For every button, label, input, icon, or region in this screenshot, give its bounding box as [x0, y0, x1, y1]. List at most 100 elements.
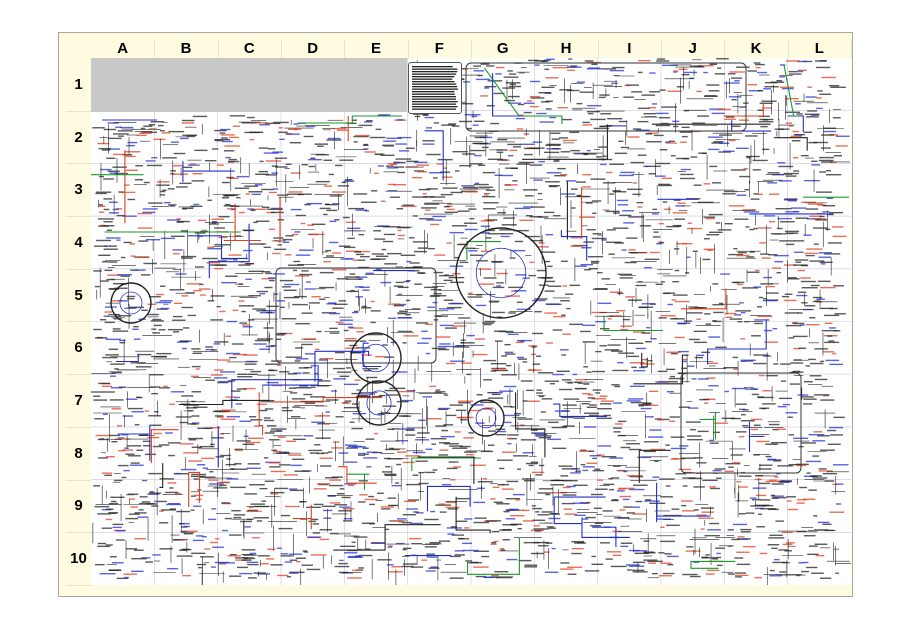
compound-label: [122, 415, 134, 417]
compound-label: [480, 95, 489, 97]
compound-label: [210, 295, 225, 297]
compound-label: [545, 108, 552, 110]
compound-label: [269, 369, 275, 371]
pathway-line: [603, 315, 663, 332]
compound-label: [665, 444, 670, 446]
compound-label: [156, 184, 170, 186]
compound-label: [534, 530, 542, 532]
compound-label: [103, 248, 118, 250]
compound-label: [369, 258, 380, 261]
compound-label: [210, 319, 224, 321]
compound-label: [170, 173, 175, 175]
compound-label: [805, 254, 815, 257]
compound-label: [454, 431, 461, 433]
compound-label: [656, 242, 663, 245]
compound-label: [683, 320, 693, 322]
compound-label: [452, 447, 468, 449]
compound-label: [529, 80, 541, 83]
compound-label: [276, 547, 282, 549]
compound-label: [243, 554, 257, 556]
compound-label: [278, 127, 283, 129]
compound-label: [524, 566, 538, 568]
compound-label: [214, 267, 224, 270]
compound-label: [619, 495, 632, 498]
row-header-3: 3: [66, 163, 91, 218]
compound-label: [333, 367, 345, 370]
compound-label: [513, 290, 527, 292]
compound-label: [111, 408, 121, 410]
compound-label: [488, 430, 497, 432]
compound-label: [99, 175, 104, 178]
compound-label: [829, 307, 838, 310]
compound-label: [143, 445, 151, 447]
compound-label: [498, 330, 514, 333]
compound-label: [777, 217, 792, 220]
compound-label: [435, 425, 447, 427]
compound-label: [180, 255, 197, 258]
compound-label: [169, 487, 174, 489]
compound-label: [567, 69, 575, 71]
compound-label: [530, 97, 545, 99]
compound-label: [259, 348, 271, 350]
compound-label: [466, 127, 472, 130]
compound-label: [522, 361, 528, 363]
compound-label: [276, 338, 282, 340]
compound-label: [658, 222, 664, 225]
compound-label: [311, 223, 326, 226]
compound-label: [256, 290, 268, 293]
compound-label: [560, 568, 574, 570]
compound-label: [125, 169, 138, 171]
compound-label: [736, 147, 749, 150]
compound-label: [227, 160, 240, 163]
compound-label: [796, 294, 808, 297]
compound-label: [92, 127, 105, 129]
compound-label: [676, 225, 682, 227]
compound-label: [762, 504, 774, 507]
compound-label: [344, 276, 360, 278]
compound-label: [500, 235, 510, 238]
compound-label: [492, 486, 500, 488]
compound-label: [250, 419, 263, 421]
compound-label: [669, 416, 680, 418]
compound-label: [497, 138, 508, 141]
compound-label: [703, 398, 716, 400]
compound-label: [422, 143, 435, 145]
compound-label: [279, 138, 285, 141]
compound-label: [171, 141, 179, 143]
compound-label: [826, 197, 834, 199]
compound-label: [232, 309, 239, 312]
compound-label: [395, 143, 407, 145]
compound-label: [474, 154, 482, 157]
compound-label: [488, 397, 504, 399]
compound-label: [573, 417, 585, 419]
compound-label: [612, 212, 620, 214]
compound-label: [533, 528, 550, 530]
compound-label: [181, 295, 189, 297]
compound-label: [693, 509, 699, 511]
column-header-I: I: [598, 40, 662, 58]
compound-label: [745, 512, 755, 514]
compound-label: [586, 406, 597, 409]
compound-label: [391, 566, 402, 568]
compound-label: [290, 172, 301, 174]
compound-label: [275, 166, 288, 168]
compound-label: [124, 307, 137, 309]
compound-label: [106, 278, 115, 281]
compound-label: [532, 141, 543, 143]
compound-label: [701, 351, 711, 354]
compound-label: [319, 529, 332, 531]
compound-label: [179, 549, 187, 551]
compound-label: [143, 125, 153, 127]
compound-label: [252, 537, 260, 539]
compound-label: [779, 240, 795, 242]
compound-label: [580, 463, 586, 466]
pathway-map[interactable]: [91, 58, 851, 585]
compound-label: [321, 312, 337, 314]
compound-label: [821, 329, 837, 332]
compound-label: [613, 402, 622, 404]
compound-label: [473, 566, 489, 568]
compound-label: [248, 191, 263, 193]
compound-label: [191, 422, 200, 424]
compound-label: [699, 398, 710, 401]
compound-label: [358, 554, 373, 557]
